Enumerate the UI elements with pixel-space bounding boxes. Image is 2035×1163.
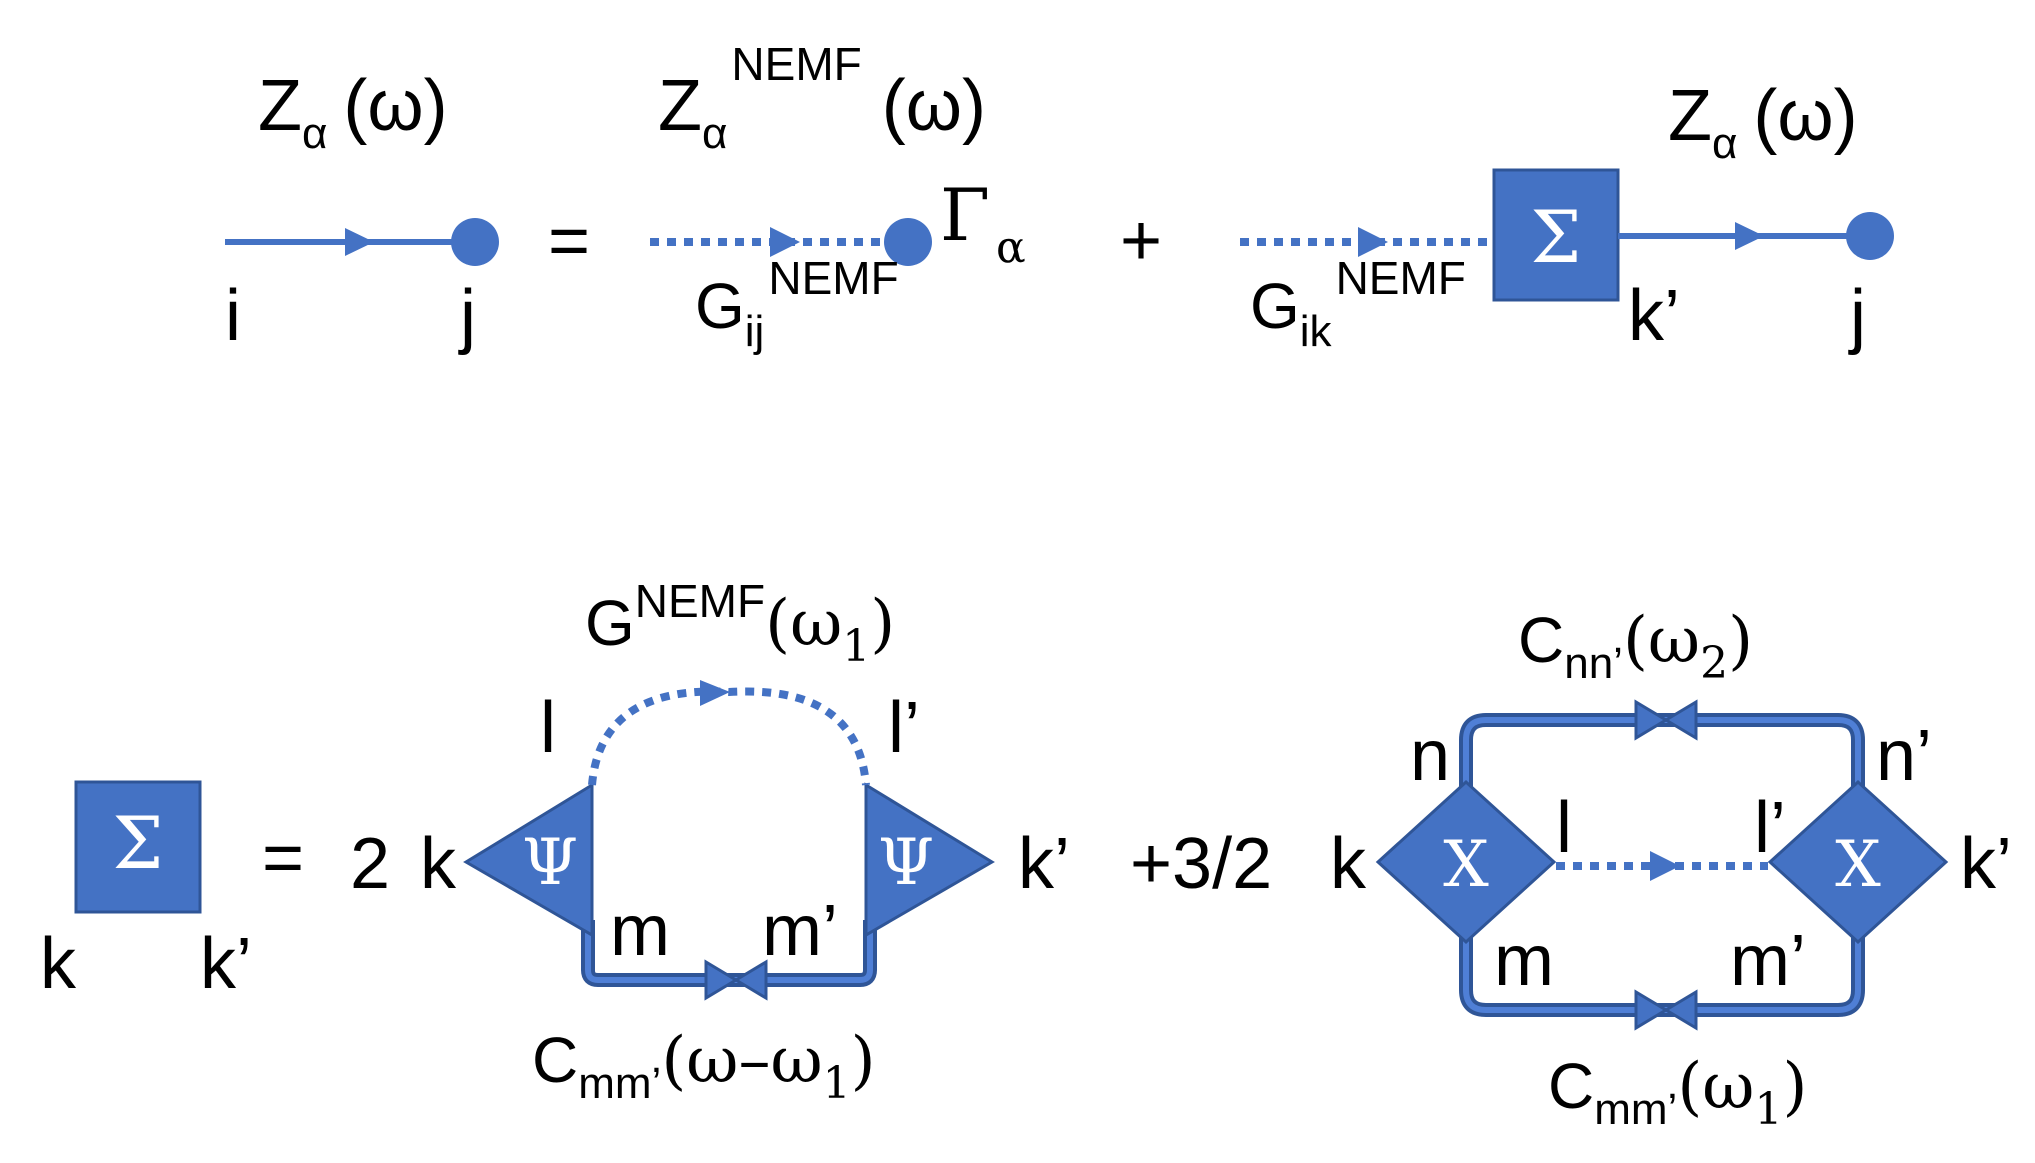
lhs-arrow-icon (345, 228, 374, 256)
term1-loop-label: GNEMF(ω1) (585, 575, 895, 672)
term2-end-vertex (1846, 212, 1894, 260)
term-2-chi-loop: +3/2 k k’ X X Cnn’(ω2) n (1130, 604, 2012, 1135)
term1-z-label: ZαNEMF(ω) (658, 38, 986, 158)
term2-bottom-right-index: m’ (1730, 921, 1806, 1001)
equation-1-equals: = (548, 201, 590, 281)
equation-2-equals: = (262, 818, 304, 898)
lhs-end-label: j (458, 276, 476, 356)
term1-c-left-arrow-icon (704, 959, 739, 1001)
term1-g-nemf-arch (588, 687, 870, 786)
term2-z-label: Zα(ω) (1668, 76, 1858, 168)
term2-bottom-c-label: Cmm’(ω1) (1548, 1050, 1807, 1135)
term2-right-chi-vertex (1767, 779, 1949, 945)
term2-end-label: j (1848, 276, 1866, 356)
equation-2: Σ k k’ = 2 k k’ Ψ Ψ GNEMF(ω1) (40, 575, 2012, 1135)
lhs-sigma-symbol: Σ (113, 801, 164, 885)
term2-left-chi-symbol: X (1443, 828, 1489, 902)
term2-top-right-arrow-icon (1663, 699, 1698, 741)
lhs-start-label: i (225, 276, 241, 356)
term1-right-label: k’ (1018, 824, 1070, 904)
term2-left-chi-vertex (1375, 779, 1557, 945)
lhs-sigma: Σ k k’ (40, 780, 252, 1004)
term1-right-psi-vertex (864, 782, 995, 938)
term2-top-right-index: n’ (1876, 716, 1932, 796)
term-2-self-energy: Σ GikNEMF Zα(ω) k’ j (1240, 76, 1894, 356)
lhs-end-vertex (451, 218, 499, 266)
term-1-psi-loop: 2 k k’ Ψ Ψ GNEMF(ω1) l l’ m m’ Cm (350, 575, 1070, 1109)
term1-left-label: k (420, 824, 457, 904)
term2-bottom-left-arrow-icon (1634, 989, 1669, 1031)
term1-bottom-right-index: m’ (762, 891, 838, 971)
term2-middle-arrow-icon (1650, 851, 1680, 881)
term2-left-label: k (1330, 824, 1367, 904)
lhs-sigma-left-label: k (40, 924, 77, 1004)
term2-top-c-label: Cnn’(ω2) (1518, 604, 1753, 689)
term1-propagator-label: GijNEMF (695, 252, 899, 356)
term1-arch-arrow-icon (700, 680, 730, 706)
lhs-sigma-box (74, 780, 202, 914)
lhs-z-label: Zα(ω) (258, 66, 448, 158)
term2-top-left-index: n (1410, 716, 1450, 796)
term2-right-chi-symbol: X (1835, 828, 1881, 902)
term2-middle-right-index: l’ (1754, 788, 1786, 868)
lhs-sigma-right-label: k’ (200, 924, 252, 1004)
term1-bottom-left-index: m (610, 891, 670, 971)
term1-c-label: Cmm’(ω–ω1) (532, 1024, 876, 1109)
term2-bottom-right-arrow-icon (1663, 989, 1698, 1031)
term2-mid-label: k’ (1628, 276, 1680, 356)
term2-middle-left-index: l (1556, 788, 1572, 868)
equation-1-plus: + (1120, 201, 1162, 281)
term2-arrow-icon (1358, 227, 1388, 257)
term2-top-c-inner (1463, 717, 1861, 790)
term2-coefficient: +3/2 (1130, 824, 1272, 904)
term2-top-left-arrow-icon (1634, 699, 1669, 741)
term1-vertex (884, 218, 932, 266)
term2-sigma-symbol: Σ (1531, 195, 1582, 279)
term1-right-psi-symbol: Ψ (878, 826, 934, 900)
term1-top-right-index: l’ (888, 688, 920, 768)
term1-arrow-icon (770, 227, 800, 257)
term2-arrow-icon-2 (1735, 222, 1764, 250)
term2-top-c-outline (1459, 713, 1865, 790)
term2-right-label: k’ (1960, 824, 2012, 904)
lhs-green-function: Zα(ω) i j (225, 66, 499, 356)
term2-bottom-left-index: m (1494, 921, 1554, 1001)
term1-left-psi-vertex (463, 782, 594, 938)
term2-sigma-box (1492, 168, 1620, 302)
term1-coefficient: 2 (350, 824, 390, 904)
term1-top-left-index: l (540, 688, 556, 768)
term2-propagator-label: GikNEMF (1250, 252, 1466, 356)
term1-c-right-arrow-icon (733, 959, 768, 1001)
term1-left-psi-symbol: Ψ (522, 826, 578, 900)
